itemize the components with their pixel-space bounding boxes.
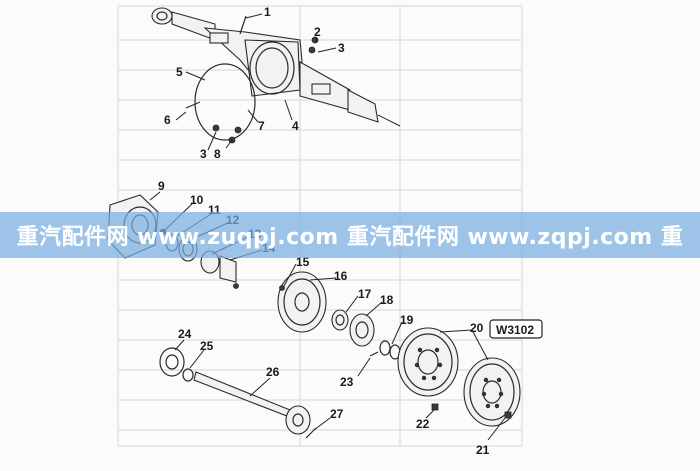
watermark-text: 重汽配件网 www.zuqpj.com 重汽配件网 www.zqpj.com 重	[16, 225, 684, 250]
bolt-23	[369, 351, 379, 357]
callout-17: 17	[358, 287, 372, 301]
callout-25: 25	[200, 339, 214, 353]
figure-code: W3102	[496, 323, 534, 337]
callout-20: 20	[470, 321, 484, 335]
callout-5: 5	[176, 65, 183, 79]
wheel-rim-inner	[397, 327, 459, 397]
callout-6: 6	[164, 113, 171, 127]
axle-housing	[151, 7, 401, 127]
watermark-banner: 重汽配件网 www.zuqpj.com 重汽配件网 www.zqpj.com 重	[0, 212, 700, 258]
seal-25	[182, 368, 194, 382]
callout-1: 1	[264, 5, 271, 19]
axle-shaft	[193, 371, 311, 435]
callout-8: 8	[214, 147, 221, 161]
cover-plate	[194, 63, 256, 141]
callout-16: 16	[334, 269, 348, 283]
callout-15: 15	[296, 255, 310, 269]
callout-23: 23	[340, 375, 354, 389]
callout-10: 10	[190, 193, 204, 207]
callout-26: 26	[266, 365, 280, 379]
bearing-19	[379, 340, 401, 360]
fasteners-top	[185, 15, 319, 144]
gasket	[159, 347, 185, 377]
wheel-rim-outer	[463, 357, 521, 427]
figure-code-box: W3102	[489, 319, 543, 339]
callout-9: 9	[158, 179, 165, 193]
callout-3b: 3	[200, 147, 207, 161]
bearing-17	[331, 309, 349, 331]
callout-7: 7	[258, 119, 265, 133]
nut-21	[504, 411, 512, 419]
callout-4: 4	[292, 119, 299, 133]
brake-drum	[277, 271, 327, 333]
callout-2: 2	[314, 25, 321, 39]
callout-27: 27	[330, 407, 344, 421]
callout-22: 22	[416, 417, 430, 431]
callout-19: 19	[400, 313, 414, 327]
nut-22	[431, 403, 439, 411]
wheel-hub	[349, 313, 375, 347]
callout-24: 24	[178, 327, 192, 341]
callout-21: 21	[476, 443, 490, 457]
callout-18: 18	[380, 293, 394, 307]
callout-3: 3	[338, 41, 345, 55]
